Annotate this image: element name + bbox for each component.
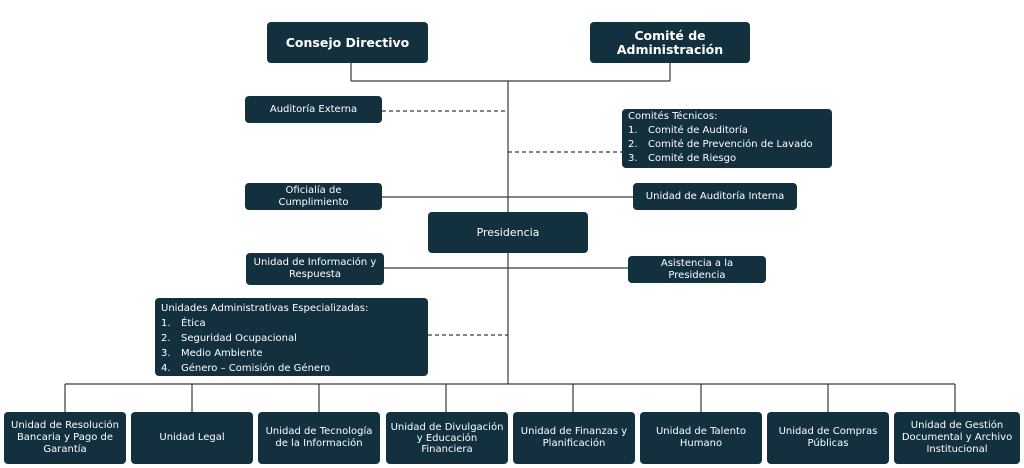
list-item: 1.Ética bbox=[161, 318, 206, 329]
consejo-directivo-label: Consejo Directivo bbox=[285, 34, 410, 50]
unit-box-legal: Unidad Legal bbox=[131, 412, 253, 464]
unit-box-tecnologia: Unidad de Tecnología de la Información bbox=[258, 412, 380, 464]
comites-tecnicos-box: Comités Técnicos: 1.Comité de Auditoría … bbox=[622, 109, 832, 168]
presidencia-label: Presidencia bbox=[476, 225, 540, 239]
especializadas-title: Unidades Administrativas Especializadas: bbox=[161, 303, 369, 314]
auditoria-interna-box: Unidad de Auditoría Interna bbox=[633, 183, 797, 210]
comite-administracion-box: Comité de Administración bbox=[590, 22, 750, 63]
unit-box-talento: Unidad de Talento Humano bbox=[640, 412, 762, 464]
list-item: 2.Comité de Prevención de Lavado bbox=[628, 139, 813, 150]
oficialia-label: Oficialía de Cumplimiento bbox=[278, 184, 349, 208]
unit-box-divulgacion: Unidad de Divulgación y Educación Financ… bbox=[386, 412, 508, 464]
asistencia-box: Asistencia a la Presidencia bbox=[628, 256, 766, 283]
list-item: 3.Medio Ambiente bbox=[161, 348, 263, 359]
list-item: 4.Género – Comisión de Género bbox=[161, 363, 331, 374]
auditoria-externa-label: Auditoría Externa bbox=[269, 103, 358, 115]
auditoria-interna-label: Unidad de Auditoría Interna bbox=[645, 190, 785, 202]
unit-box-resolucion: Unidad de Resolución Bancaria y Pago de … bbox=[4, 412, 126, 464]
info-respuesta-box: Unidad de Información y Respuesta bbox=[246, 253, 384, 285]
unit-box-finanzas: Unidad de Finanzas y Planificación bbox=[513, 412, 635, 464]
comites-tecnicos-title: Comités Técnicos: bbox=[628, 111, 718, 122]
unit-box-compras: Unidad de Compras Públicas bbox=[767, 412, 889, 464]
list-item: 3.Comité de Riesgo bbox=[628, 153, 737, 164]
comite-administracion-label: Comité de Administración bbox=[616, 27, 724, 57]
presidencia-box: Presidencia bbox=[428, 212, 588, 253]
oficialia-box: Oficialía de Cumplimiento bbox=[245, 183, 382, 210]
info-respuesta-label: Unidad de Información y Respuesta bbox=[253, 257, 377, 280]
auditoria-externa-box: Auditoría Externa bbox=[245, 96, 382, 123]
unit-box-gestion: Unidad de Gestión Documental y Archivo I… bbox=[894, 412, 1020, 464]
asistencia-label: Asistencia a la Presidencia bbox=[660, 257, 734, 281]
list-item: 1.Comité de Auditoría bbox=[628, 125, 748, 136]
list-item: 2.Seguridad Ocupacional bbox=[161, 333, 297, 344]
consejo-directivo-box: Consejo Directivo bbox=[267, 22, 428, 63]
especializadas-box: Unidades Administrativas Especializadas:… bbox=[155, 298, 428, 376]
